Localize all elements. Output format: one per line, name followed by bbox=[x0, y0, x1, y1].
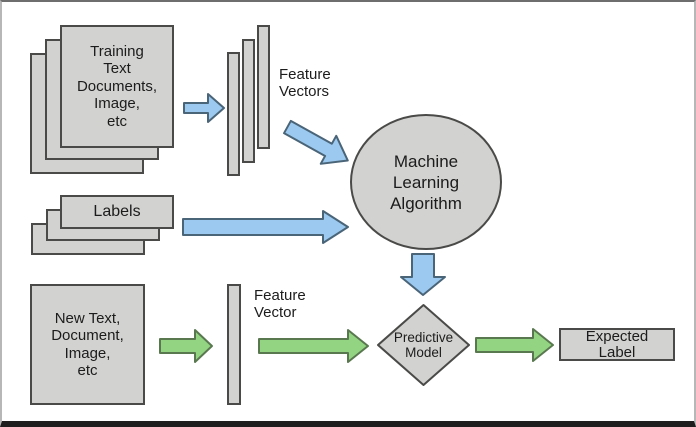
labels-label: Labels bbox=[93, 203, 141, 220]
feature-vector-bar bbox=[227, 284, 241, 405]
feature-vectors-bar-front bbox=[227, 52, 240, 176]
feature-to-model-arrow-icon bbox=[258, 329, 370, 363]
feature-vector-label: Feature Vector bbox=[254, 287, 306, 321]
algorithm-to-model-arrow-icon bbox=[400, 253, 446, 296]
predictive-model-label: Predictive Model bbox=[393, 330, 454, 360]
newdocs-to-feature-arrow-icon bbox=[159, 328, 214, 364]
predictive-model-node: Predictive Model bbox=[376, 303, 471, 387]
model-to-expected-arrow-icon bbox=[475, 328, 555, 362]
labels-to-algorithm-arrow-icon bbox=[182, 209, 350, 245]
machine-learning-algorithm-label: Machine Learning Algorithm bbox=[390, 151, 462, 213]
feature-vectors-label: Feature Vectors bbox=[279, 66, 331, 100]
feature-vectors-bar-middle bbox=[242, 39, 255, 163]
labels-node: Labels bbox=[60, 195, 174, 229]
expected-label-label: Expected Label bbox=[585, 328, 649, 361]
new-documents-label: New Text, Document, Image, etc bbox=[51, 309, 124, 380]
training-to-features-arrow-icon bbox=[183, 92, 225, 124]
training-documents-label: Training Text Documents, Image, etc bbox=[76, 42, 158, 130]
feature-vectors-bar-back bbox=[257, 25, 270, 149]
machine-learning-algorithm-node: Machine Learning Algorithm bbox=[350, 114, 502, 250]
new-documents-node: New Text, Document, Image, etc bbox=[30, 284, 145, 405]
training-documents-node: Training Text Documents, Image, etc bbox=[60, 25, 174, 148]
expected-label-node: Expected Label bbox=[559, 328, 675, 361]
features-to-algorithm-arrow-icon bbox=[278, 111, 358, 177]
